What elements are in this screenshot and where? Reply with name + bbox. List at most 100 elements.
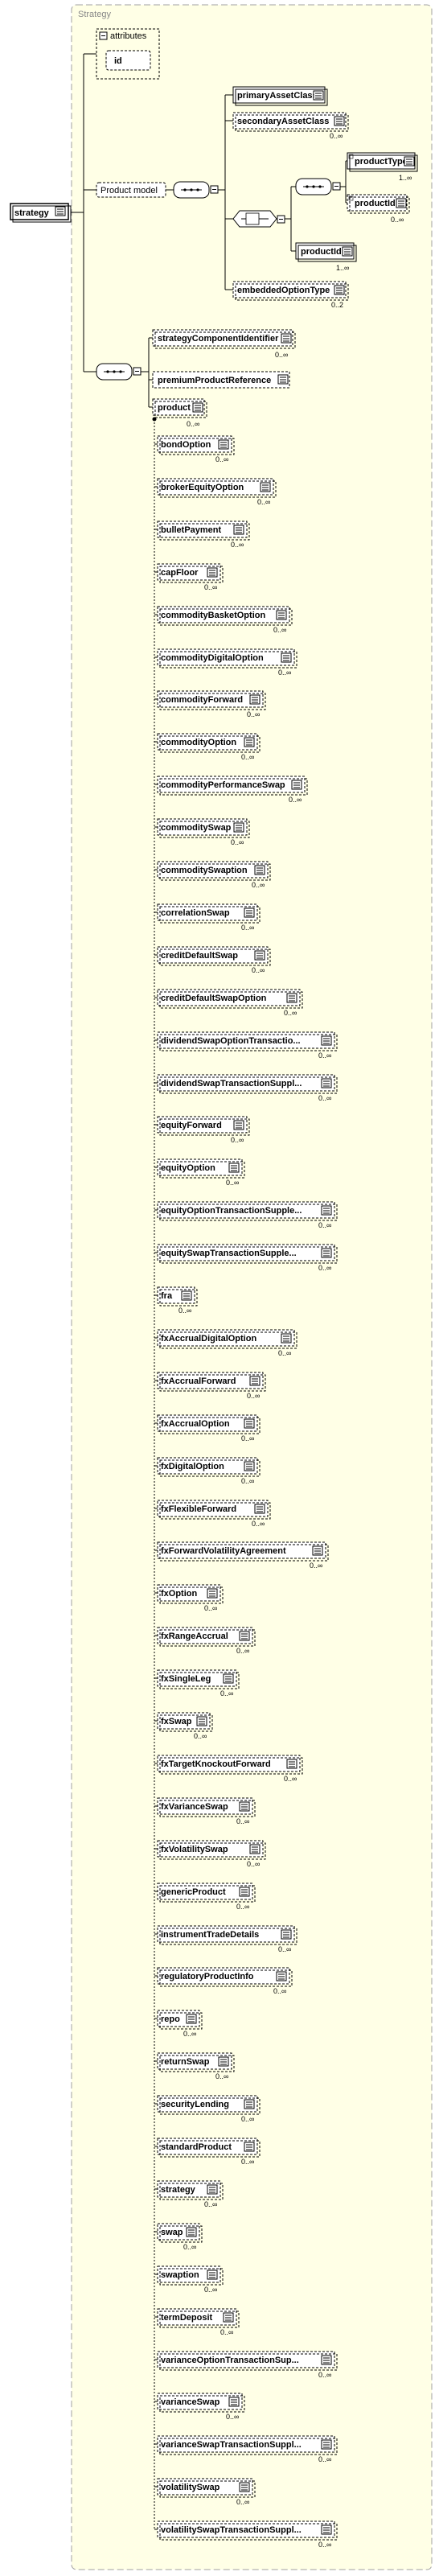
expand-content-icon[interactable] — [244, 1418, 255, 1429]
choice-compositor-icon[interactable] — [232, 210, 285, 228]
expand-content-icon[interactable] — [321, 2439, 332, 2450]
product-model-group[interactable]: Product model — [96, 182, 166, 198]
expand-content-icon[interactable] — [321, 1078, 332, 1088]
expand-content-icon[interactable] — [249, 1376, 261, 1386]
expand-content-icon[interactable] — [321, 2355, 332, 2365]
expand-content-icon[interactable] — [312, 1545, 323, 1556]
expand-content-icon[interactable] — [249, 1844, 261, 1854]
root-element-strategy[interactable]: strategy — [10, 203, 72, 223]
element-premium-product-reference[interactable]: premiumProductReference — [152, 371, 290, 389]
substitution-element-volatility-swap-transaction-suppl-49[interactable]: volatilitySwapTransactionSuppl...0..∞ — [154, 2520, 338, 2549]
expand-content-icon[interactable] — [207, 1588, 218, 1599]
expand-content-icon[interactable] — [281, 652, 292, 663]
substitution-element-equity-swap-transaction-supple-19[interactable]: equitySwapTransactionSupple...0..∞ — [154, 1244, 338, 1272]
expand-content-icon[interactable] — [207, 2269, 218, 2280]
attributes-collapse-icon[interactable] — [99, 31, 108, 40]
expand-content-icon[interactable] — [228, 1162, 240, 1173]
expand-content-icon[interactable] — [223, 1673, 234, 1684]
expand-content-icon[interactable] — [207, 2184, 218, 2195]
element-product-type[interactable]: productType — [347, 152, 418, 172]
attribute-id-box[interactable] — [105, 50, 151, 71]
expand-content-icon[interactable] — [260, 482, 271, 492]
expand-content-icon[interactable] — [321, 1248, 332, 1258]
expand-content-icon[interactable] — [321, 2525, 332, 2535]
substitution-element-dividend-swap-option-transactio-14[interactable]: dividendSwapOptionTransactio...0..∞ — [154, 1031, 338, 1060]
expand-content-icon[interactable] — [281, 1333, 292, 1344]
element-product-id[interactable]: productId — [295, 242, 357, 262]
expand-content-icon[interactable] — [244, 737, 255, 747]
expand-content-icon[interactable] — [218, 439, 229, 450]
expand-content-icon[interactable] — [254, 1504, 265, 1514]
expand-content-icon[interactable] — [254, 865, 265, 875]
expand-content-icon[interactable] — [244, 2099, 255, 2109]
expand-content-icon[interactable] — [321, 1035, 332, 1046]
expand-content-icon[interactable] — [239, 2482, 250, 2492]
expand-content-icon[interactable] — [223, 2312, 234, 2323]
expand-content-icon[interactable] — [239, 1801, 250, 1812]
expand-content-icon[interactable] — [244, 907, 255, 918]
expand-content-icon[interactable] — [181, 1290, 192, 1301]
expand-content-icon[interactable] — [286, 993, 297, 1003]
expand-content-icon[interactable] — [218, 2056, 229, 2067]
expand-content-icon[interactable] — [186, 2227, 197, 2237]
element-product-id-optional[interactable]: productId — [347, 194, 410, 214]
element-embedded-option-type[interactable]: embeddedOptionType — [232, 281, 349, 301]
choice-sequence-compositor-icon[interactable] — [295, 178, 341, 195]
expand-content-icon[interactable] — [228, 2397, 240, 2407]
expand-content-icon[interactable] — [286, 1759, 297, 1769]
substitution-element-dividend-swap-transaction-suppl-15[interactable]: dividendSwapTransactionSuppl...0..∞ — [154, 1074, 338, 1102]
expand-content-icon[interactable] — [239, 1887, 250, 1897]
expand-content-icon[interactable] — [281, 1929, 292, 1940]
element-product[interactable]: product — [152, 398, 207, 418]
element-primary-asset-class[interactable]: primaryAssetClass — [232, 86, 328, 106]
substitution-element-equity-option-transaction-supple-18[interactable]: equityOptionTransactionSupple...0..∞ — [154, 1201, 338, 1229]
expand-content-icon[interactable] — [233, 822, 244, 833]
expand-content-icon[interactable] — [239, 1631, 250, 1641]
expand-content-icon[interactable] — [276, 1971, 287, 1981]
element-strategy-component-identifier[interactable]: strategyComponentIdentifier — [152, 329, 296, 349]
expand-content-icon[interactable] — [291, 780, 302, 790]
expand-content-icon[interactable] — [244, 2142, 255, 2152]
expand-content-icon[interactable] — [196, 1716, 207, 1726]
element-secondary-asset-class[interactable]: secondaryAssetClass — [232, 112, 349, 132]
expand-content-icon[interactable] — [233, 1120, 244, 1130]
expand-content-icon[interactable] — [207, 567, 218, 578]
expand-content-icon[interactable] — [249, 694, 261, 705]
